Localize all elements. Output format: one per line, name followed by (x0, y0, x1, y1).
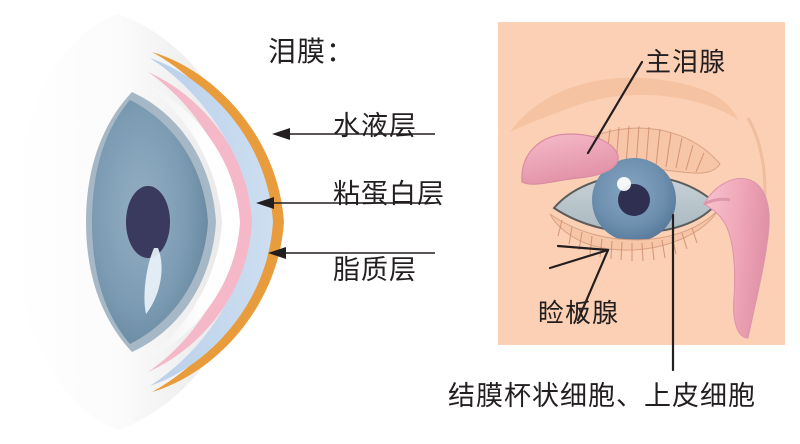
eye-cross-section-illustration (14, 14, 284, 430)
leader-meibomian (576, 248, 610, 322)
label-main-lacrimal-gland: 主泪腺 (645, 47, 727, 77)
page-title: 泪膜： (268, 36, 356, 67)
pupil-shape (126, 186, 170, 258)
eye-anatomy-panel (498, 22, 785, 345)
label-mucin-layer: 粘蛋白层 (333, 179, 445, 209)
eyebrow-shape (510, 77, 738, 132)
label-aqueous-layer: 水液层 (333, 111, 417, 141)
leader-meibomian-branch-a (548, 248, 610, 270)
label-meibomian-gland: 睑板腺 (538, 298, 620, 328)
leader-lacrimal-gland (586, 60, 644, 155)
cornea-highlight (144, 248, 162, 314)
pupil-circle (618, 184, 650, 216)
arrowhead-lipid (268, 247, 286, 259)
tear-film-leader-lines (256, 128, 435, 259)
leader-meibomian-branch-b (556, 244, 610, 252)
label-lipid-layer: 脂质层 (333, 255, 417, 285)
caption-conjunctival-epithelial-cells: 结膜杯状细胞、上皮细胞 (448, 381, 756, 411)
cornea-shape (146, 84, 240, 360)
duct-canaliculus (703, 197, 731, 206)
lacrimal-gland-shape (521, 133, 619, 185)
arrowhead-aqueous (272, 128, 290, 140)
eye-highlight (617, 177, 631, 191)
arrowhead-mucin (256, 197, 274, 209)
lipid-layer-shape (152, 52, 284, 392)
mucin-layer-shape (148, 72, 252, 372)
anatomy-leader-lines (548, 60, 675, 372)
aqueous-layer-shape (150, 58, 273, 386)
nasolacrimal-duct-shape (703, 178, 770, 339)
